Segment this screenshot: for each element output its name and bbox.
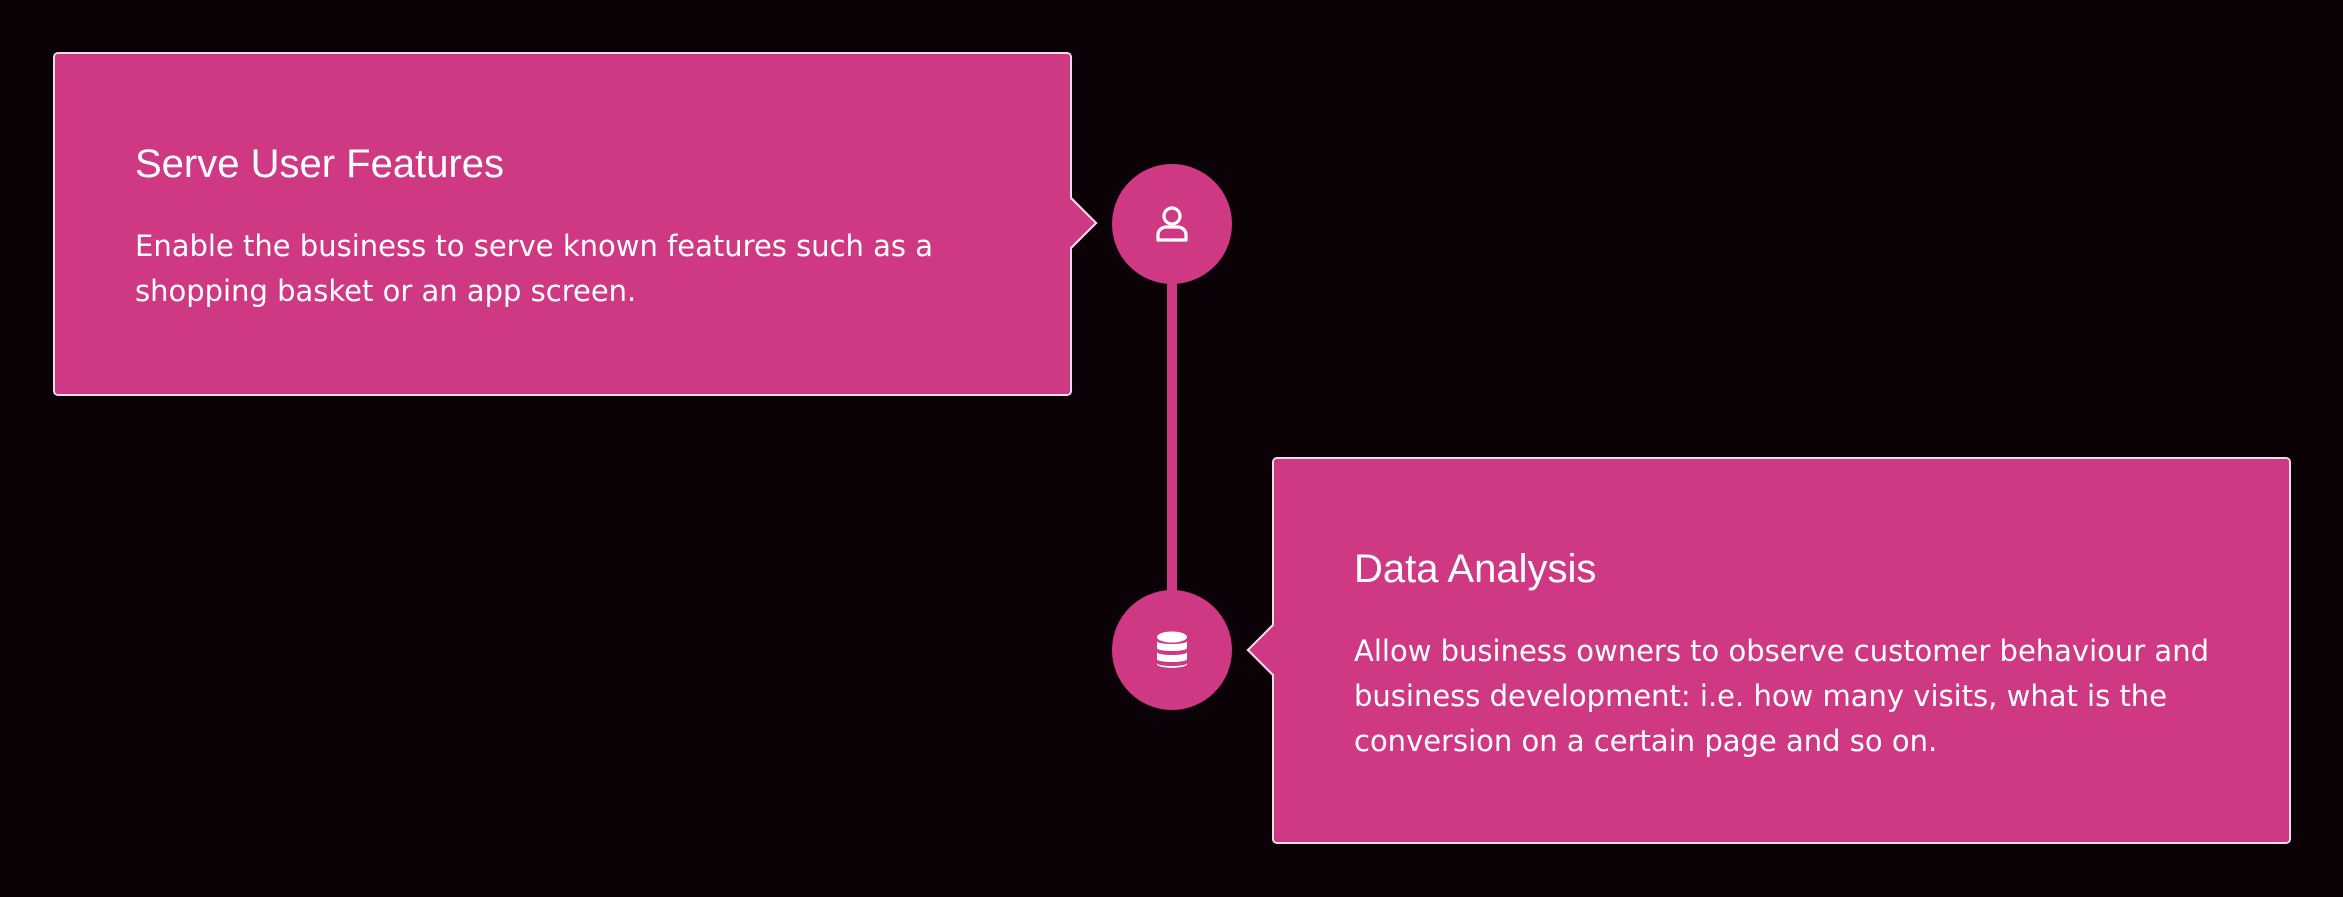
timeline-node-database: [1112, 590, 1232, 710]
card-title: Serve User Features: [135, 142, 505, 186]
timeline-connector: [1167, 222, 1177, 650]
card-description: Allow business owners to observe custome…: [1354, 634, 2209, 758]
timeline-node-user: [1112, 164, 1232, 284]
card-background: [55, 54, 1070, 394]
timeline-card-serve-user-features: Serve User Features Enable the business …: [53, 52, 1072, 396]
card-title: Data Analysis: [1354, 547, 1597, 591]
card-description: Enable the business to serve known featu…: [135, 229, 934, 308]
card-background: [1274, 459, 2289, 842]
timeline-card-data-analysis: Data Analysis Allow business owners to o…: [1272, 457, 2291, 844]
user-icon: [1156, 206, 1188, 242]
database-icon: [1157, 631, 1187, 668]
